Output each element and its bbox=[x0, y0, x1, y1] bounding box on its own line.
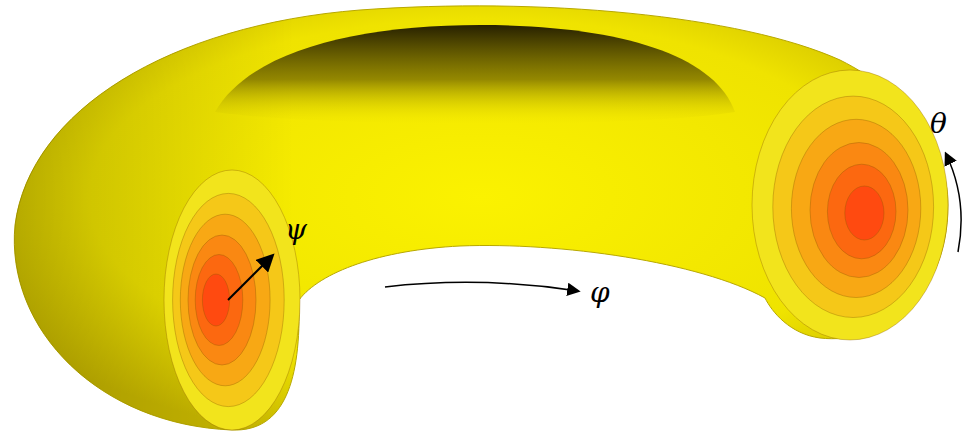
flux-surface bbox=[164, 170, 300, 430]
flux-surface bbox=[752, 70, 948, 340]
flux-surface bbox=[188, 235, 256, 365]
flux-surface bbox=[195, 255, 243, 346]
left-cross-section bbox=[164, 170, 300, 430]
torus-body bbox=[14, 6, 948, 430]
torus-hole bbox=[215, 25, 735, 124]
flux-surface bbox=[773, 96, 934, 317]
flux-surface bbox=[845, 186, 884, 240]
flux-surface bbox=[202, 274, 229, 326]
flux-surface bbox=[180, 214, 270, 386]
right-cross-section bbox=[752, 70, 948, 340]
flux-surface bbox=[810, 143, 908, 278]
flux-surface bbox=[827, 164, 896, 259]
psi-arrow bbox=[228, 256, 272, 300]
axis-label: φ bbox=[590, 277, 610, 309]
axis-label: θ bbox=[930, 108, 947, 140]
theta-arrow bbox=[946, 154, 961, 252]
flux-surface bbox=[173, 193, 285, 406]
phi-arrow bbox=[385, 282, 578, 291]
flux-surface bbox=[791, 119, 920, 297]
axis-label: ψ bbox=[285, 214, 307, 246]
torus-shading bbox=[14, 6, 948, 430]
